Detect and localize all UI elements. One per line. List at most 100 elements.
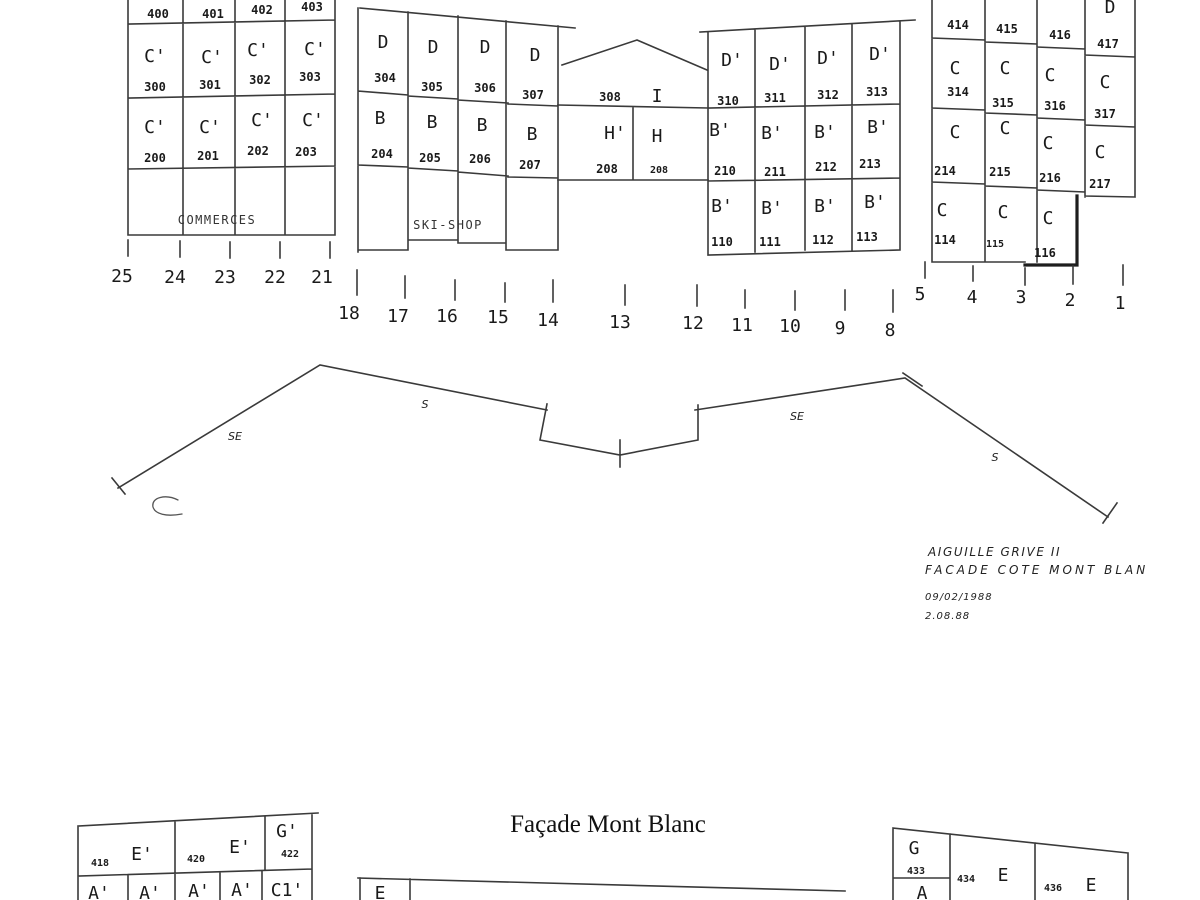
- unit-number: 313: [866, 85, 888, 99]
- unit-type-letter: C: [950, 58, 961, 79]
- unit-number: 200: [144, 151, 166, 165]
- unit-type-letter: H': [604, 123, 626, 144]
- unit-type-letter: C1': [271, 880, 304, 900]
- facade-name: FACADE COTE MONT BLAN: [925, 563, 1148, 577]
- unit-type-letter: B': [761, 198, 783, 219]
- axis-mark: 3: [1016, 287, 1027, 308]
- unit-number: 301: [199, 78, 221, 92]
- site-outline-path: [110, 364, 1119, 525]
- lower-block-west: 418 E' 420 E' G' 422 A' A' A' A' C1': [77, 812, 319, 900]
- unit-number: 402: [251, 3, 273, 17]
- block-west: 400 401 402 403 C' C' C' C' 300 301 302 …: [127, 0, 336, 236]
- axis-mark: 4: [967, 287, 978, 308]
- block-east-center: D' D' D' D' 310 311 312 313 B' B' B' B' …: [699, 19, 916, 256]
- unit-number: 206: [469, 152, 491, 166]
- unit-number: 213: [859, 157, 881, 171]
- unit-number: 216: [1039, 171, 1061, 185]
- unit-number: 302: [249, 73, 271, 87]
- unit-number: 214: [934, 164, 956, 178]
- revision-date: 2.08.88: [925, 611, 970, 622]
- unit-type-letter: C: [1043, 133, 1054, 154]
- unit-type-letter: D': [769, 54, 791, 75]
- unit-number: 311: [764, 91, 786, 105]
- shop-label-ski-shop: SKI-SHOP: [413, 218, 483, 232]
- axis-marks: 25 24 23 22 21 18 17 16 15 14 13 12 11 1…: [111, 239, 1125, 341]
- axis-mark: 12: [682, 313, 704, 334]
- axis-mark: 17: [387, 306, 409, 327]
- orientation-label: S: [422, 398, 429, 411]
- unit-number: 110: [711, 235, 733, 249]
- axis-mark: 9: [835, 318, 846, 339]
- unit-type-letter: A': [188, 881, 210, 900]
- block-east-bold-edge: [1023, 194, 1079, 267]
- block-west-outline: [127, 0, 336, 236]
- unit-type-letter: A': [231, 880, 253, 900]
- unit-number: 307: [522, 88, 544, 102]
- unit-type-letter: C': [144, 46, 166, 67]
- unit-number: 111: [759, 235, 781, 249]
- unit-number: 215: [989, 165, 1011, 179]
- unit-type-letter: C: [1000, 58, 1011, 79]
- unit-number: 414: [947, 18, 969, 32]
- block-east: 414 415 416 D 417 C C C C 314 315 316 31…: [931, 0, 1136, 267]
- block-west-center: D D D D 304 305 306 307 B B B B 204 205 …: [357, 7, 576, 253]
- unit-type-letter: A': [139, 883, 161, 900]
- lower-facade-title: Façade Mont Blanc: [510, 811, 706, 838]
- lower-block-east-outline: [892, 827, 1129, 900]
- axis-mark: 16: [436, 306, 458, 327]
- unit-type-letter: H: [652, 126, 663, 147]
- unit-number: 400: [147, 7, 169, 21]
- block-center: 308 I H' H 208 208: [557, 39, 709, 181]
- unit-type-letter: B: [375, 108, 386, 129]
- unit-number: 203: [295, 145, 317, 159]
- unit-number: 433: [907, 866, 925, 877]
- lower-block-east: G 433 434 E 436 E A: [892, 827, 1129, 900]
- unit-type-letter: D': [869, 44, 891, 65]
- unit-type-letter: E': [131, 844, 153, 865]
- unit-type-letter: D: [1105, 0, 1116, 18]
- axis-mark: 10: [779, 316, 801, 337]
- unit-number: 113: [856, 230, 878, 244]
- unit-number: 208: [596, 162, 618, 176]
- unit-number: 201: [197, 149, 219, 163]
- unit-number: 417: [1097, 37, 1119, 51]
- axis-mark: 13: [609, 312, 631, 333]
- unit-number: 305: [421, 80, 443, 94]
- unit-number: 116: [1034, 246, 1056, 260]
- unit-number: 207: [519, 158, 541, 172]
- unit-type-letter: D: [428, 37, 439, 58]
- unit-type-letter: C': [199, 117, 221, 138]
- site-outline: SE S SE S: [110, 364, 1119, 525]
- unit-type-letter: A': [88, 883, 110, 900]
- unit-type-letter: C': [247, 40, 269, 61]
- unit-number: 310: [717, 94, 739, 108]
- unit-number: 315: [992, 96, 1014, 110]
- shop-label-commerces: COMMERCES: [178, 213, 257, 227]
- unit-type-letter: B': [814, 196, 836, 217]
- axis-mark: 24: [164, 267, 186, 288]
- unit-number: 314: [947, 85, 969, 99]
- unit-type-letter: B': [709, 120, 731, 141]
- unit-number: 416: [1049, 28, 1071, 42]
- axis-mark: 22: [264, 267, 286, 288]
- axis-mark: 25: [111, 266, 133, 287]
- unit-number: 212: [815, 160, 837, 174]
- orientation-label: S: [992, 451, 999, 464]
- unit-type-letter: C: [1045, 65, 1056, 86]
- unit-type-letter: B': [814, 122, 836, 143]
- unit-type-letter: B': [867, 117, 889, 138]
- title-block: AIGUILLE GRIVE II FACADE COTE MONT BLAN …: [925, 545, 1148, 622]
- orientation-label: SE: [790, 410, 804, 423]
- unit-number: 205: [419, 151, 441, 165]
- unit-number: 415: [996, 22, 1018, 36]
- unit-type-letter: E: [998, 865, 1009, 886]
- unit-number: 303: [299, 70, 321, 84]
- unit-type-letter: E: [375, 883, 386, 900]
- axis-mark: 11: [731, 315, 753, 336]
- orientation-label: SE: [228, 430, 242, 443]
- unit-number: 403: [301, 0, 323, 14]
- unit-number: 204: [371, 147, 393, 161]
- axis-mark: 15: [487, 307, 509, 328]
